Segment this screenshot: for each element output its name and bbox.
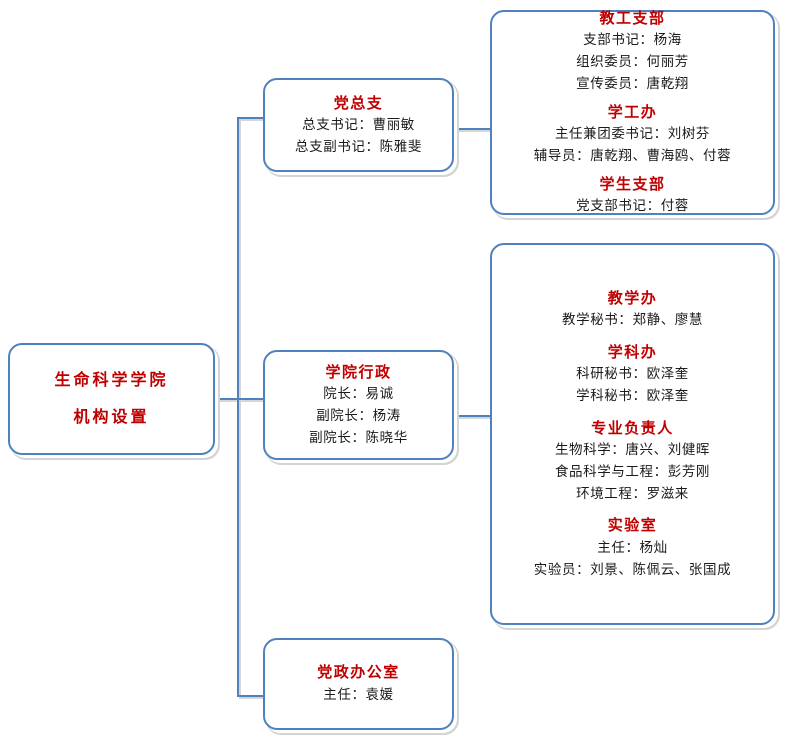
node-party-branch-body: 党总支 总支书记：曹丽敏 总支副书记：陈雅斐 — [265, 90, 452, 161]
detail-line: 主任：杨灿 — [597, 539, 668, 556]
detail-line: 科研秘书：欧泽奎 — [576, 365, 689, 382]
node-party-detail[interactable]: 教工支部 支部书记：杨海 组织委员：何丽芳 宣传委员：唐乾翔 学工办 主任兼团委… — [490, 9, 775, 215]
detail-line: 组织委员：何丽芳 — [576, 54, 689, 71]
administration-line: 院长：易诚 — [323, 385, 394, 402]
detail-line: 学科秘书：欧泽奎 — [576, 387, 689, 404]
section-heading-laboratory: 实验室 — [607, 516, 658, 535]
party-office-heading: 党政办公室 — [317, 663, 400, 682]
administration-line: 副院长：杨涛 — [316, 407, 401, 424]
connector-shadow — [217, 400, 239, 402]
connector-shadow — [456, 130, 492, 132]
node-root[interactable]: 生命科学学院 机构设置 — [8, 343, 215, 455]
party-office-line: 主任：袁媛 — [323, 686, 394, 703]
node-party-government-office-body: 党政办公室 主任：袁媛 — [265, 659, 452, 708]
root-title-line1: 生命科学学院 — [54, 370, 169, 390]
section-heading-teaching-staff-branch: 教工支部 — [599, 9, 666, 28]
party-branch-heading: 党总支 — [333, 93, 384, 112]
node-administration-detail[interactable]: 教学办 教学秘书：郑静、廖慧 学科办 科研秘书：欧泽奎 学科秘书：欧泽奎 专业负… — [490, 243, 775, 625]
node-party-detail-body: 教工支部 支部书记：杨海 组织委员：何丽芳 宣传委员：唐乾翔 学工办 主任兼团委… — [492, 5, 773, 220]
detail-line: 实验员：刘景、陈佩云、张国成 — [533, 561, 732, 578]
connector-shadow — [239, 400, 265, 402]
spacer — [498, 505, 767, 514]
node-administration[interactable]: 学院行政 院长：易诚 副院长：杨涛 副院长：陈晓华 — [263, 350, 454, 460]
detail-line: 宣传委员：唐乾翔 — [576, 76, 689, 93]
detail-line: 辅导员：唐乾翔、曹海鸥、付蓉 — [533, 147, 732, 164]
detail-line: 食品科学与工程：彭芳刚 — [554, 463, 711, 480]
connector-admin-to-detail — [454, 415, 490, 417]
section-heading-student-affairs-office: 学工办 — [607, 102, 658, 121]
section-heading-teaching-office: 教学办 — [607, 288, 658, 307]
connector-branch-office — [237, 695, 263, 697]
connector-trunk — [237, 117, 239, 697]
detail-line: 环境工程：罗滋来 — [576, 485, 689, 502]
detail-line: 教学秘书：郑静、廖慧 — [562, 311, 703, 328]
detail-line: 党支部书记：付蓉 — [576, 198, 689, 215]
section-heading-program-directors: 专业负责人 — [591, 418, 674, 437]
detail-line: 生物科学：唐兴、刘健晖 — [554, 441, 711, 458]
connector-shadow — [239, 697, 265, 699]
detail-line: 支部书记：杨海 — [583, 32, 682, 49]
connector-party-to-detail — [454, 128, 490, 130]
administration-heading: 学院行政 — [325, 362, 392, 381]
node-party-branch[interactable]: 党总支 总支书记：曹丽敏 总支副书记：陈雅斐 — [263, 78, 454, 172]
node-root-body: 生命科学学院 机构设置 — [10, 360, 213, 438]
administration-line: 副院长：陈晓华 — [309, 429, 408, 446]
root-title-line2: 机构设置 — [73, 407, 150, 426]
connector-shadow — [239, 119, 265, 121]
detail-line: 主任兼团委书记：刘树芬 — [554, 126, 711, 143]
section-heading-discipline-office: 学科办 — [607, 342, 658, 361]
connector-shadow — [456, 417, 492, 419]
section-heading-student-branch: 学生支部 — [599, 174, 666, 193]
connector-branch-admin — [237, 398, 263, 400]
node-administration-detail-body: 教学办 教学秘书：郑静、廖慧 学科办 科研秘书：欧泽奎 学科秘书：欧泽奎 专业负… — [492, 285, 773, 584]
node-party-government-office[interactable]: 党政办公室 主任：袁媛 — [263, 638, 454, 730]
party-branch-line: 总支副书记：陈雅斐 — [295, 138, 422, 155]
connector-shadow — [239, 119, 241, 699]
connector-branch-party — [237, 117, 263, 119]
party-branch-line: 总支书记：曹丽敏 — [302, 116, 415, 133]
spacer — [498, 408, 767, 417]
node-administration-body: 学院行政 院长：易诚 副院长：杨涛 副院长：陈晓华 — [265, 359, 452, 452]
spacer — [498, 332, 767, 341]
connector-root-stub — [216, 398, 238, 400]
